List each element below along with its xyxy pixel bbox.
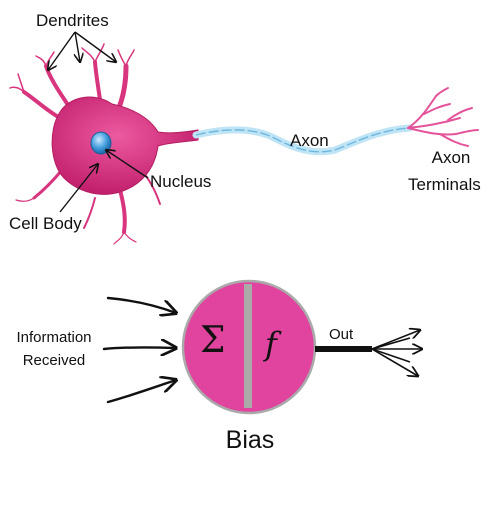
input-label-line2: Received xyxy=(22,352,86,369)
label-arrows xyxy=(48,31,149,213)
output-arrows xyxy=(371,330,422,376)
nucleus-label: Nucleus xyxy=(150,172,212,191)
summation-symbol: Σ xyxy=(200,320,226,361)
bias-label: Bias xyxy=(225,426,275,454)
axon-terminals-shape xyxy=(407,87,479,147)
cell-body-shape xyxy=(51,96,199,195)
cell-body-label: Cell Body xyxy=(9,214,82,233)
activation-function-symbol: f xyxy=(265,325,277,363)
axon-terminals-label-line1: Axon xyxy=(431,148,471,167)
perceptron-divider xyxy=(244,284,252,408)
input-arrows xyxy=(102,296,176,404)
axon-terminals-label-line2: Terminals xyxy=(408,175,481,194)
input-label-line1: Information xyxy=(16,329,92,346)
axon-label: Axon xyxy=(290,131,329,150)
axon-shape xyxy=(192,124,414,156)
dendrites-label: Dendrites xyxy=(36,11,109,30)
output-label: Out xyxy=(329,326,354,343)
